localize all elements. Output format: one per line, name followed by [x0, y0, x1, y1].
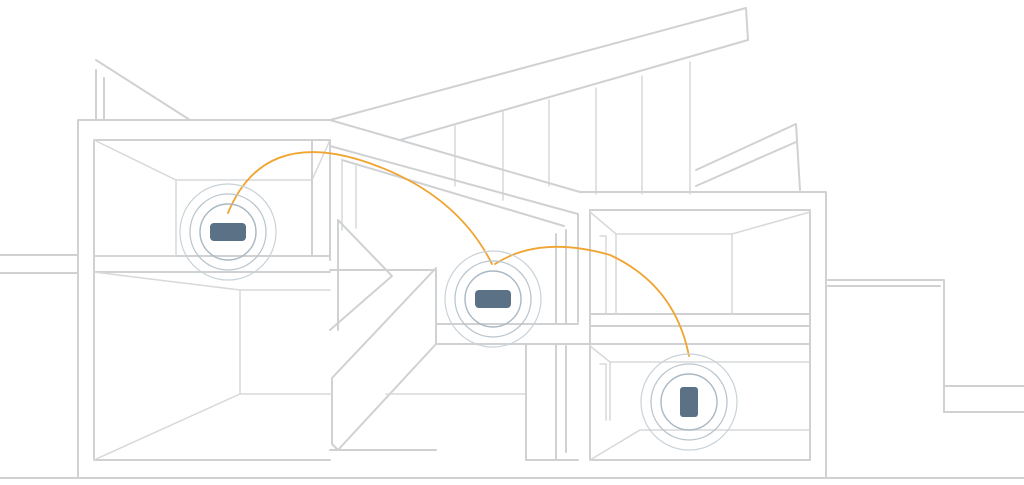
- wifi-devices: [179, 183, 738, 451]
- upper-left-room: [93, 139, 331, 273]
- wifi-router-icon: [210, 223, 246, 241]
- staircase: [329, 219, 437, 451]
- signal-ring-icon: [454, 260, 532, 338]
- mesh-link-mesh-node-middle-to-mesh-node-lower: [494, 245, 690, 357]
- signal-ring-icon: [640, 353, 738, 451]
- right-upper-room: [589, 209, 811, 327]
- mesh-node-middle-device[interactable]: [444, 250, 542, 348]
- router-device[interactable]: [179, 183, 277, 281]
- mesh-link-router-to-mesh-node-middle: [227, 151, 493, 265]
- wifi-router-icon: [680, 387, 698, 417]
- signal-ring-icon: [444, 250, 542, 348]
- signal-ring-icon: [464, 270, 522, 328]
- signal-ring-icon: [179, 183, 277, 281]
- roof-structure: [95, 7, 801, 201]
- right-lower-room: [577, 325, 811, 461]
- lower-left-room: [93, 271, 579, 461]
- ground-lines: [0, 254, 1024, 479]
- mesh-node-lower-device[interactable]: [640, 353, 738, 451]
- house-shell: [77, 119, 827, 479]
- signal-ring-icon: [199, 203, 257, 261]
- signal-ring-icon: [189, 193, 267, 271]
- mesh-links: [227, 151, 690, 357]
- wifi-router-icon: [475, 290, 511, 308]
- signal-ring-icon: [650, 363, 728, 441]
- middle-attic-room: [329, 145, 579, 345]
- signal-ring-icon: [660, 373, 718, 431]
